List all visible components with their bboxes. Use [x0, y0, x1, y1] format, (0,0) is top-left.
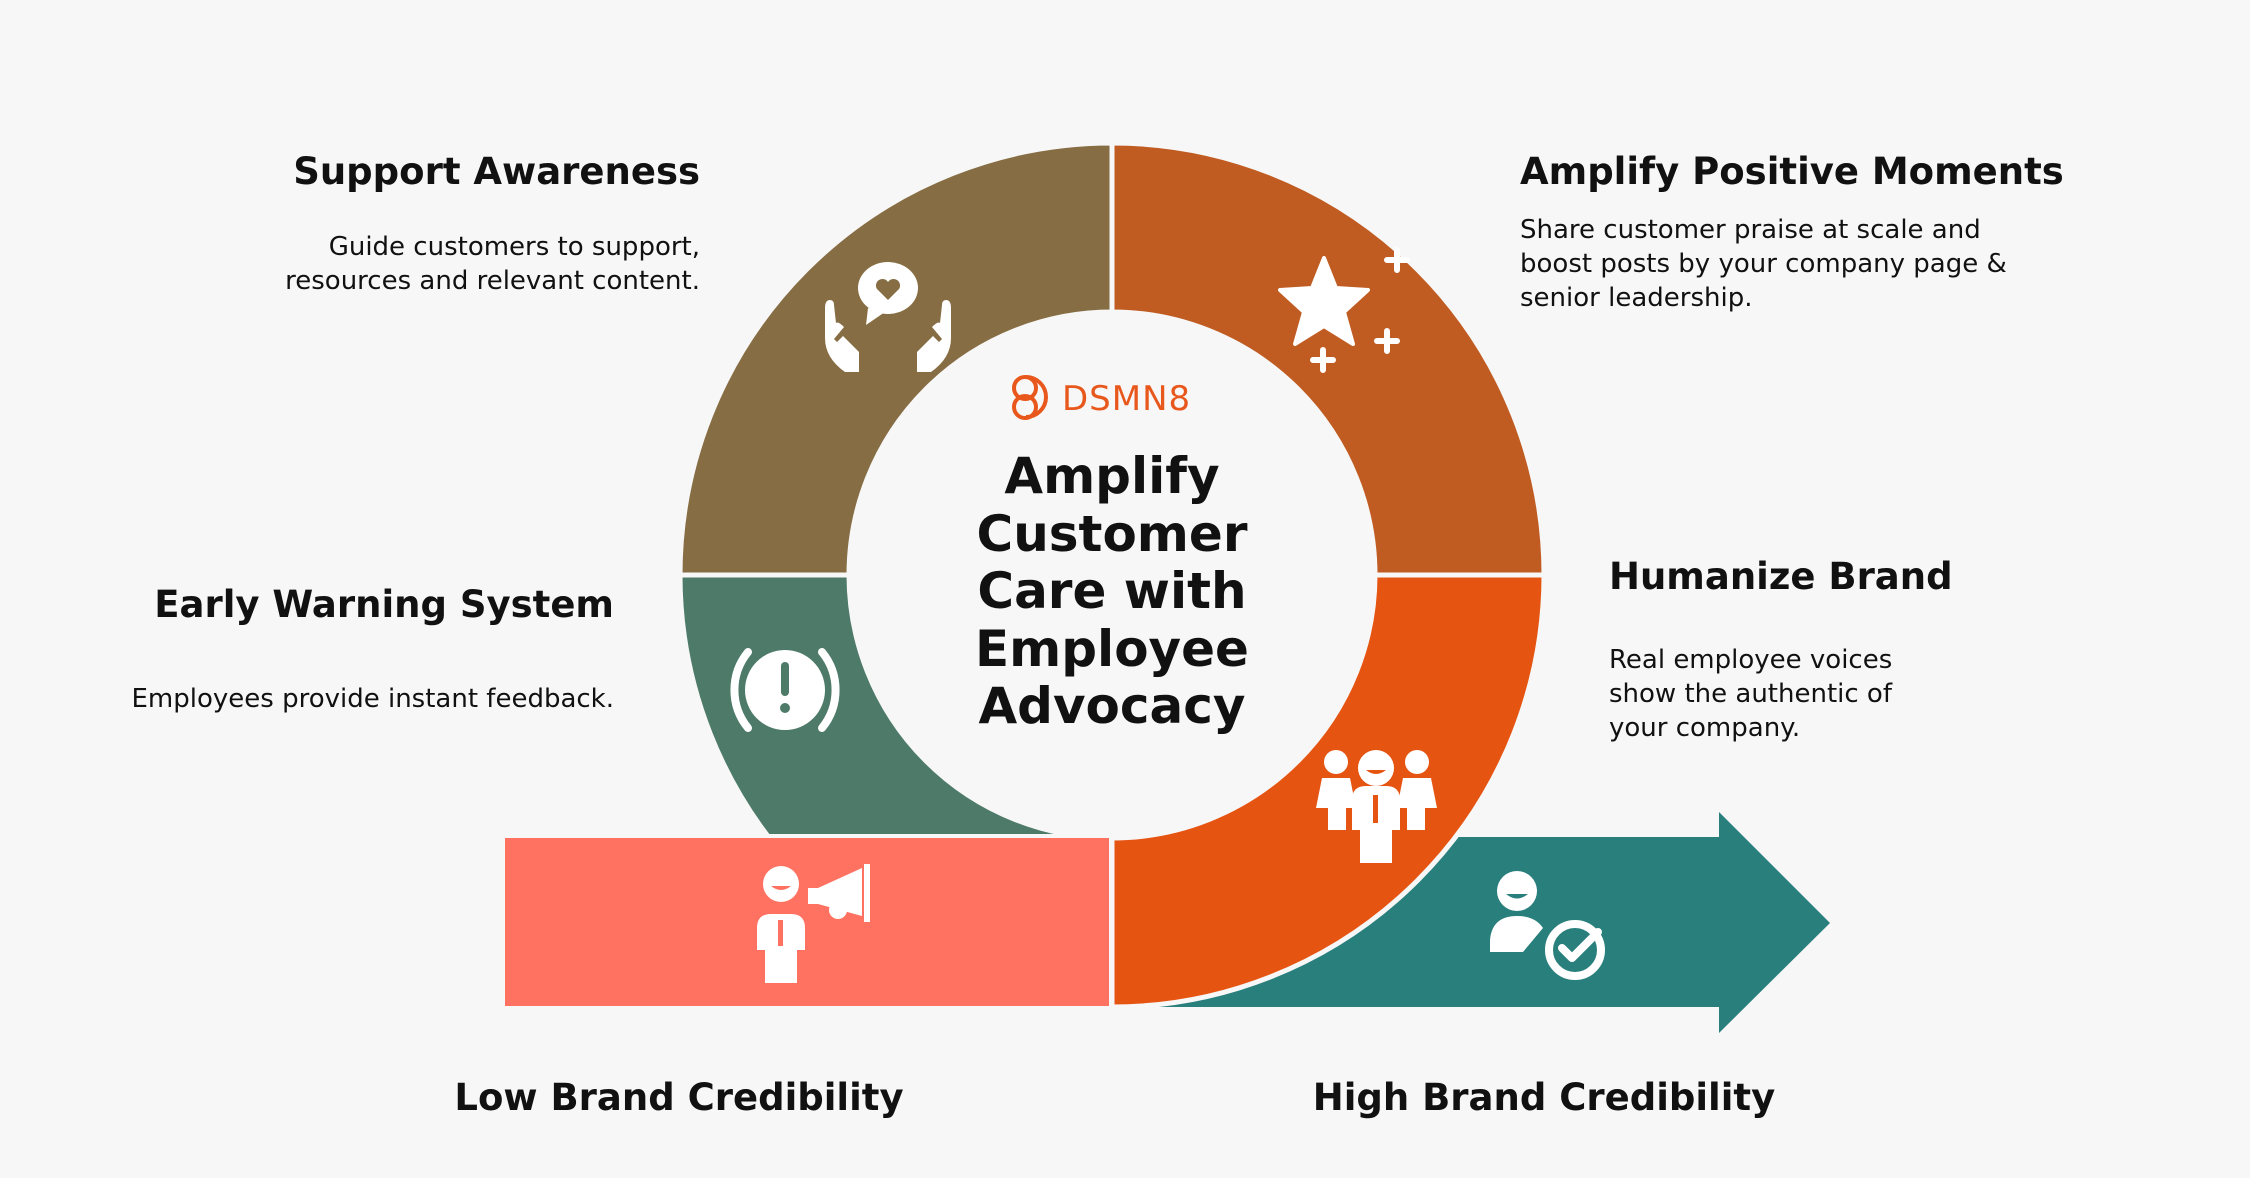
- center-title-line: Amplify: [1004, 447, 1220, 505]
- low-brand-credibility-label: Low Brand Credibility: [454, 1076, 904, 1119]
- alert-icon: [730, 648, 840, 732]
- amplify-positive-title: Amplify Positive Moments: [1520, 150, 2064, 193]
- center-title-line: Employee: [975, 619, 1249, 678]
- low-credibility-bar: [501, 834, 1113, 1010]
- early-warning-title: Early Warning System: [154, 583, 614, 626]
- team-icon: [1316, 750, 1437, 863]
- desc-line: Employees provide instant feedback.: [131, 684, 615, 714]
- desc-line: Real employee voices: [1609, 645, 1893, 675]
- desc-line: boost posts by your company page &: [1520, 249, 2007, 279]
- verified-person-icon: [1490, 871, 1605, 980]
- center-title: Amplify Customer Care with Employee Advo…: [912, 447, 1312, 736]
- logo-text: DSMN8: [1062, 379, 1191, 419]
- desc-line: your company.: [1609, 713, 1801, 743]
- dsmn8-logo: [1012, 375, 1048, 420]
- desc-line: resources and relevant content.: [285, 266, 700, 296]
- star-sparkle-icon: [1278, 247, 1410, 373]
- center-title-line: Customer: [976, 504, 1248, 563]
- desc-line: senior leadership.: [1520, 283, 1753, 313]
- desc-line: Guide customers to support,: [328, 232, 700, 262]
- amplify-positive-desc: Share customer praise at scale and boost…: [1520, 213, 2007, 315]
- center-title-line: Care with: [977, 562, 1247, 620]
- center-title-line: Advocacy: [978, 677, 1246, 735]
- high-brand-credibility-label: High Brand Credibility: [1312, 1076, 1776, 1119]
- humanize-brand-title: Humanize Brand: [1609, 555, 1953, 598]
- support-awareness-title: Support Awareness: [293, 150, 700, 193]
- segment-support-awareness: [677, 140, 1115, 578]
- desc-line: Share customer praise at scale and: [1520, 215, 1981, 245]
- megaphone-person-icon: [757, 864, 870, 983]
- desc-line: show the authentic of: [1609, 679, 1892, 709]
- early-warning-desc: Employees provide instant feedback.: [132, 682, 615, 716]
- hands-heart-chat-icon: [825, 262, 951, 372]
- support-awareness-desc: Guide customers to support, resources an…: [285, 230, 700, 298]
- humanize-brand-desc: Real employee voices show the authentic …: [1609, 643, 1892, 745]
